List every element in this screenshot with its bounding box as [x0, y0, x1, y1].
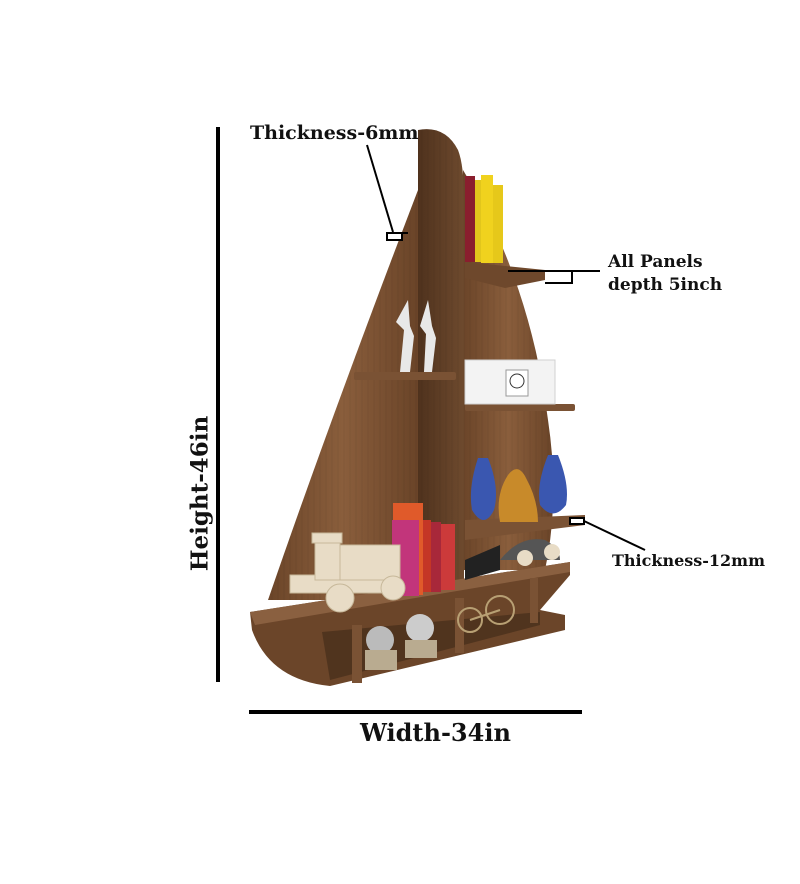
width-label: Width-34in [360, 718, 511, 747]
bicycle-model [457, 595, 515, 633]
toy-car [465, 539, 560, 580]
left-sail-panel [268, 190, 418, 600]
chrome-spheres [365, 614, 437, 670]
panel-depth-label-line2: depth 5inch [608, 275, 723, 295]
shelves [354, 262, 585, 540]
panel-depth-label-line1: All Panels [608, 252, 703, 272]
leader-thickness-6mm [366, 144, 408, 241]
white-clock [464, 359, 556, 405]
deer-figurines [396, 300, 436, 372]
leader-panel-depth [508, 270, 600, 284]
buddha-figurine [498, 469, 538, 522]
blue-vases [470, 455, 567, 520]
back-panel-thickness-label: Thickness-6mm [250, 122, 419, 144]
leader-thickness-12mm [569, 517, 646, 551]
shelf-thickness-label: Thickness-12mm [612, 551, 766, 570]
mast-panel [418, 129, 464, 600]
books-yellow [465, 175, 503, 263]
toy-train [289, 532, 406, 613]
height-label: Height-46in [186, 415, 214, 572]
